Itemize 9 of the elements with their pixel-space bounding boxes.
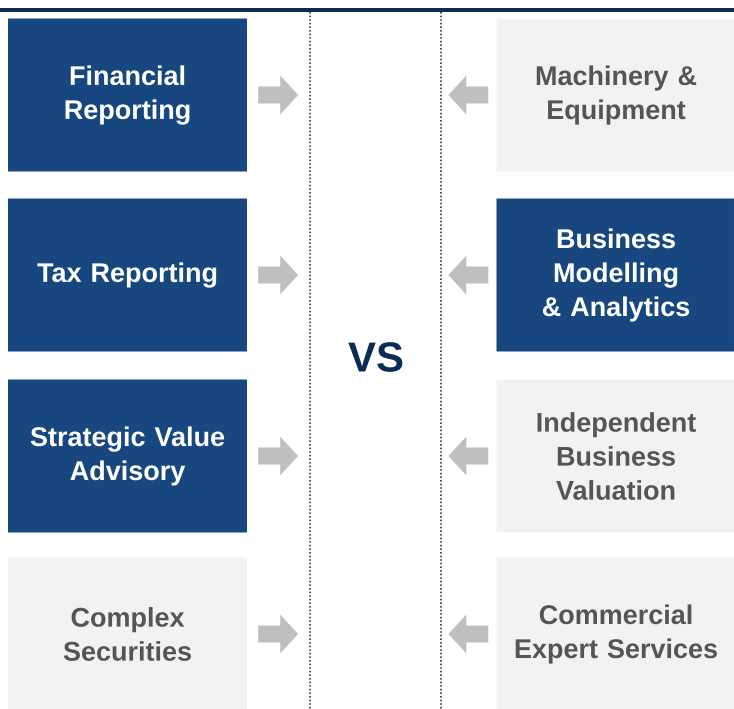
service-box: Tax Reporting [8,198,247,352]
service-box: Independent Business Valuation [496,380,734,532]
service-box: Commercial Expert Services [496,558,734,709]
versus-label: VS [348,342,402,372]
service-box: Business Modelling & Analytics [496,198,734,352]
service-box: Financial Reporting [8,18,247,172]
service-box: Complex Securities [8,558,247,709]
service-box: Strategic Value Advisory [8,380,247,532]
service-box: Machinery & Equipment [496,18,734,172]
